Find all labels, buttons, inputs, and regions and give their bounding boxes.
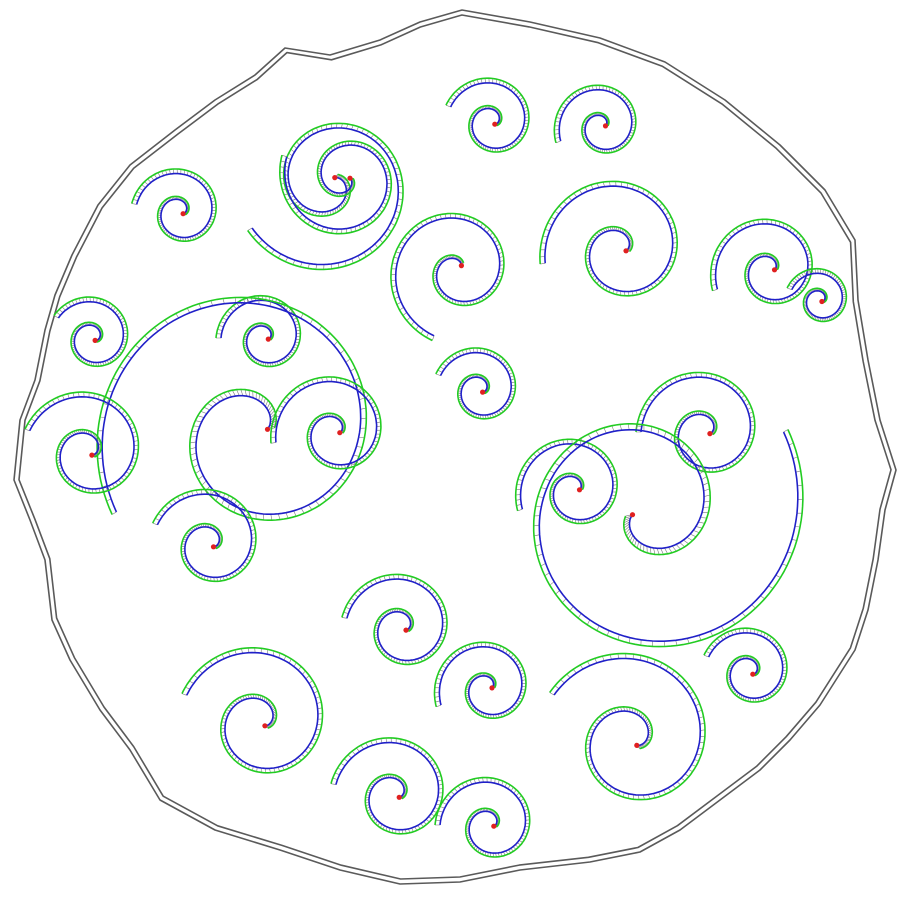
spiral-inner-curve [137,174,212,238]
spiral-center-mark [332,175,337,180]
spiral-2 [554,85,636,153]
spiral-25 [435,778,530,858]
spiral-outer-curve [534,424,803,647]
spiral-inner-curve [58,302,123,363]
spiral-9 [54,297,128,366]
spiral-center-mark [577,487,582,492]
spiral-inner-curve [30,397,134,489]
spiral-14 [25,392,138,493]
spiral-center-mark [634,743,639,748]
spiral-inner-curve [709,633,783,698]
spiral-inner-curve [792,273,843,318]
spiral-inner-curve [451,83,525,148]
outer-boundary [14,10,896,884]
boundary-inner-line [19,15,891,879]
spiral-group [25,78,846,857]
boundary-outer-line [14,10,896,884]
spiral-center-mark [262,723,267,728]
spiral-inner-curve [554,659,700,796]
spiral-24 [331,738,443,834]
spiral-inner-curve [539,430,798,641]
spiral-center-mark [480,390,485,395]
spiral-17 [534,424,803,647]
spiral-center-mark [89,453,94,458]
spiral-center-mark [211,544,216,549]
spiral-13 [271,377,381,469]
spiral-18 [153,490,256,582]
spiral-center-mark [93,338,98,343]
spiral-inner-curve [441,353,512,415]
spiral-center-mark [181,211,186,216]
spiral-center-mark [707,431,712,436]
spiral-outer-curve [97,297,366,520]
spiral-center-mark [347,176,352,181]
spiral-21 [704,628,787,702]
spiral-center-mark [819,299,824,304]
spiral-center-mark [337,430,342,435]
spiral-22 [182,648,323,773]
spiral-23 [550,654,705,800]
spiral-center-mark [750,672,755,677]
spiral-6 [540,181,677,295]
spiral-inner-curve [102,303,361,514]
spiral-outer-curve [540,181,677,295]
spiral-11 [97,297,366,520]
spiral-hatch [97,298,366,521]
spiral-inner-curve [336,743,439,830]
spiral-center-mark [397,795,402,800]
spiral-16 [516,439,617,523]
spiral-7 [711,219,812,303]
spiral-center-mark [603,123,608,128]
spiral-center-mark [772,267,777,272]
spiral-15 [636,373,755,473]
spiral-center-mark [403,628,408,633]
spiral-5 [132,169,216,241]
spiral-inner-curve [157,494,251,577]
spiral-4 [280,141,392,234]
spiral-inner-curve [252,128,398,265]
spiral-1 [446,78,529,152]
spiral-center-mark [630,512,635,517]
spiral-center-mark [489,685,494,690]
spiral-inner-curve [396,218,500,336]
spiral-center-mark [623,248,628,253]
spiral-inner-curve [187,653,318,769]
spiral-inner-curve [347,579,443,660]
spiral-20 [435,642,527,718]
spiral-hatch [534,424,803,647]
spiral-3 [248,123,403,269]
spiral-center-mark [265,427,270,432]
spiral-8 [391,214,504,341]
spiral-19 [342,574,447,664]
spiral-center-mark [266,337,271,342]
spiral-center-mark [492,122,497,127]
spiral-center-mark [491,824,496,829]
spiral-12 [436,348,516,419]
spiral-center-mark [459,263,464,268]
